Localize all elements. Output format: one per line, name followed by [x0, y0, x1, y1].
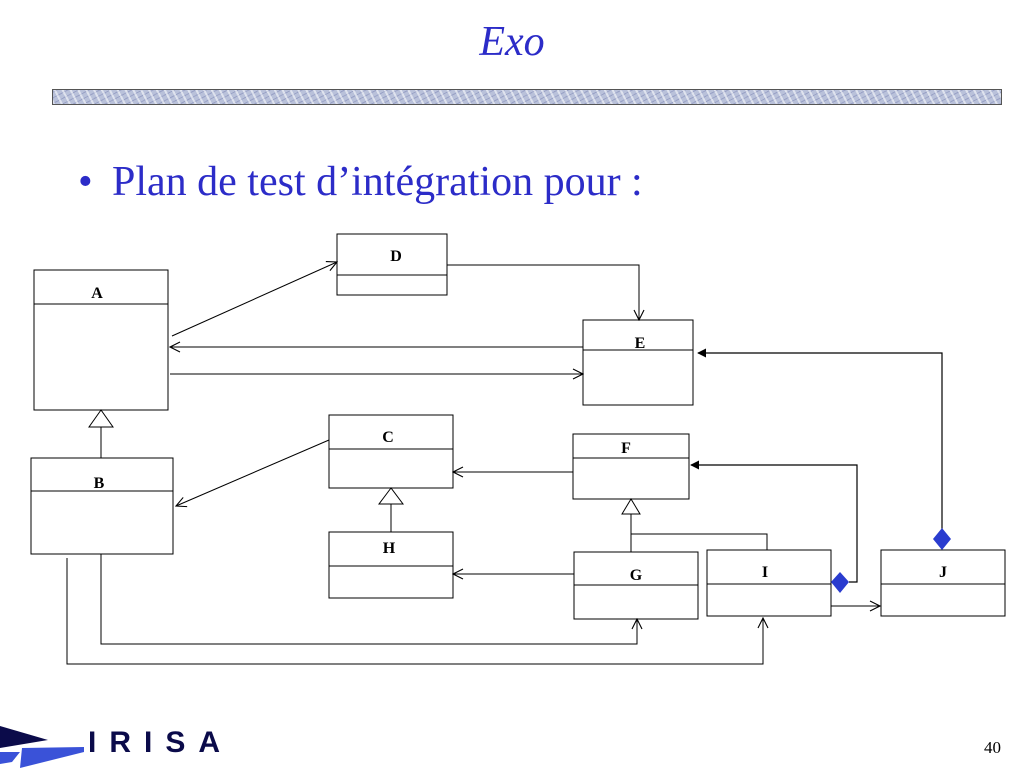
- edge-B-inherits-A: [88, 409, 114, 458]
- class-box-J: J: [880, 549, 1006, 617]
- inheritance-triangle-F: [621, 498, 641, 515]
- class-label-E: E: [635, 335, 646, 352]
- class-box-B: B: [30, 457, 174, 555]
- irisa-logo-text: IRISA: [88, 726, 234, 759]
- edge-B-to-I: [66, 558, 763, 665]
- inheritance-triangle-A: [88, 409, 114, 428]
- class-label-J: J: [939, 564, 947, 581]
- edge-G-I-inherit-F: [621, 498, 768, 552]
- bullet-text: Plan de test d’intégration pour :: [112, 159, 643, 205]
- page-number: 40: [984, 738, 1001, 757]
- class-box-C: C: [328, 414, 454, 489]
- class-box-H: H: [328, 531, 454, 599]
- slide-title: Exo: [479, 19, 545, 65]
- class-label-D: D: [390, 248, 402, 265]
- bullet-dot: •: [78, 159, 93, 205]
- class-box-D: D: [336, 233, 448, 296]
- class-label-A: A: [91, 285, 103, 302]
- irisa-logo-mark: [0, 726, 84, 768]
- class-label-G: G: [630, 567, 643, 584]
- class-label-H: H: [383, 540, 396, 557]
- class-label-F: F: [621, 440, 631, 457]
- class-box-E: E: [582, 319, 694, 406]
- edge-D-to-E: [447, 264, 639, 320]
- edge-H-inherits-C: [378, 487, 404, 532]
- title-divider-bar: [52, 89, 1002, 105]
- bullet-line: • Plan de test d’intégration pour :: [78, 158, 643, 206]
- aggregation-diamond-I: [831, 572, 849, 593]
- class-label-B: B: [94, 475, 105, 492]
- class-box-I: I: [706, 549, 832, 617]
- edge-I-aggregates-F: [690, 460, 858, 593]
- class-box-G: G: [573, 551, 699, 620]
- edge-J-aggregates-E: [697, 348, 951, 550]
- aggregation-diamond-J: [933, 528, 951, 550]
- inheritance-triangle-C: [378, 487, 404, 505]
- edge-B-to-G: [100, 554, 637, 645]
- edge-C-to-B: [176, 439, 330, 506]
- class-label-I: I: [762, 564, 768, 581]
- class-box-A: A: [33, 269, 169, 411]
- class-label-C: C: [382, 429, 394, 446]
- edge-A-to-D: [171, 262, 337, 337]
- class-box-F: F: [572, 433, 690, 500]
